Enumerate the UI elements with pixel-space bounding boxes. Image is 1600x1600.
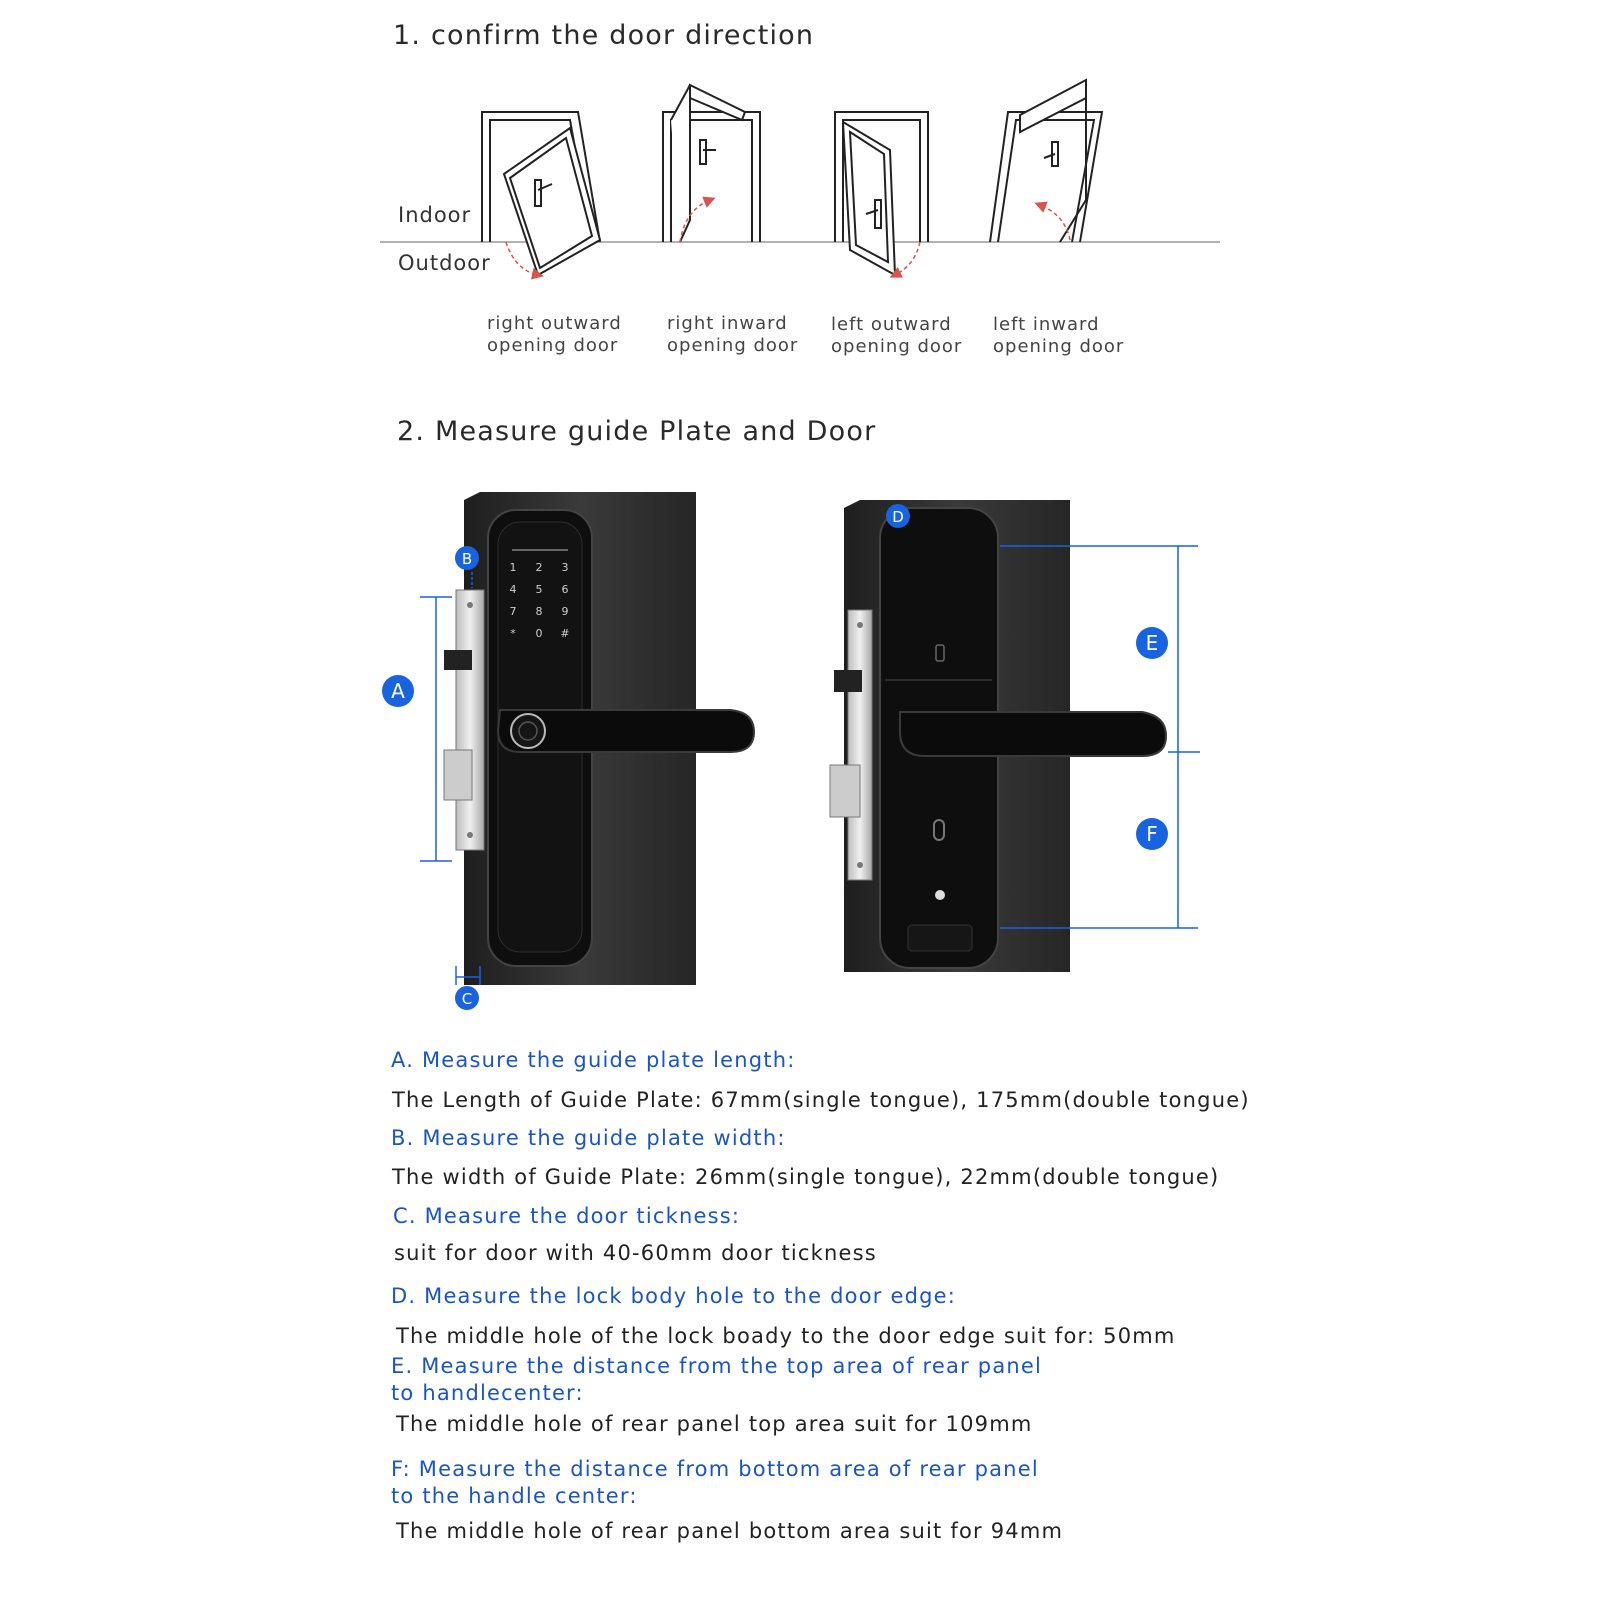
measure-a [420,596,452,862]
emergency-key-cover [907,924,973,952]
spec-b-title: B. Measure the guide plate width: [391,1125,786,1152]
spec-f-body: The middle hole of rear panel bottom are… [396,1519,1064,1543]
keypad-key: 3 [562,561,569,574]
lock-measurement-diagram: 1 2 3 4 5 6 7 8 9 * 0 # A B C [382,492,1200,1010]
spec-title-line: D. Measure the lock body hole to the doo… [391,1284,957,1308]
guide-plate [847,609,873,881]
door-caption-left-inward: left inward opening door [993,314,1124,358]
door-caption-right-outward: right outward opening door [487,313,622,357]
door-caption-line2: opening door [667,335,799,356]
latch [444,650,472,670]
keypad-key: # [560,627,569,640]
spec-e-title: E. Measure the distance from the top are… [391,1353,1042,1407]
spec-b-body: The width of Guide Plate: 26mm(single to… [392,1165,1220,1189]
marker-e-letter: E [1146,631,1159,655]
keypad-key: 7 [510,605,517,618]
deadbolt [443,749,473,801]
spec-title-line: C. Measure the door tickness: [393,1204,741,1228]
door-right-inward-icon [662,83,761,243]
spec-d-body: The middle hole of the lock boady to the… [396,1324,1176,1348]
spec-d-title: D. Measure the lock body hole to the doo… [391,1283,956,1310]
keypad-key: 4 [510,583,517,596]
door-left-inward-icon [989,78,1104,243]
keypad-key: 6 [562,583,569,596]
measure-c [455,966,481,985]
battery-latch-icon [935,644,945,662]
spec-title-line: to handlecenter: [391,1381,584,1405]
measure-e-f [1000,545,1200,929]
spec-e-body: The middle hole of rear panel top area s… [396,1412,1033,1436]
door-caption-line2: opening door [487,335,619,356]
spec-f-title: F: Measure the distance from bottom area… [391,1456,1039,1510]
spec-c-body: suit for door with 40-60mm door tickness [394,1241,877,1265]
spec-a-body: The Length of Guide Plate: 67mm(single t… [392,1088,1250,1112]
door-caption-line1: left outward [831,314,952,335]
keypad: 1 2 3 4 5 6 7 8 9 * 0 # [510,561,570,640]
rear-lock-image [829,500,1168,972]
section2-title: 2. Measure guide Plate and Door [397,416,877,447]
door-caption-line1: right inward [667,313,788,334]
keypad-key: 9 [562,605,569,618]
latch [834,670,862,692]
door-caption-line1: right outward [487,313,622,334]
keypad-key: 2 [536,561,543,574]
door-direction-diagram [380,78,1220,280]
front-lock-image: 1 2 3 4 5 6 7 8 9 * 0 # [443,492,756,985]
marker-b-icon: B [455,546,479,570]
guide-plate [455,589,485,851]
spec-title-line: A. Measure the guide plate length: [391,1048,796,1072]
rear-handle [899,711,1168,757]
knob-slot-icon [933,819,945,841]
spec-c-title: C. Measure the door tickness: [393,1203,740,1230]
door-right-outward-icon [481,111,602,280]
marker-d-icon: D [886,504,910,528]
keypad-key: 5 [536,583,543,596]
marker-a-letter: A [391,679,405,703]
keypad-key: 8 [536,605,543,618]
door-caption-line1: left inward [993,314,1100,335]
marker-f-icon: F [1136,818,1168,850]
marker-e-icon: E [1136,627,1168,659]
spec-title-line: E. Measure the distance from the top are… [391,1354,1043,1378]
indoor-label: Indoor [398,203,472,227]
door-caption-line2: opening door [831,336,963,357]
keypad-key: * [510,627,516,640]
front-handle [496,709,756,753]
spec-title-line: to the handle center: [391,1484,638,1508]
marker-f-letter: F [1146,822,1158,846]
marker-a-icon: A [382,675,414,707]
fingerprint-sensor-icon [510,713,546,749]
spec-a-title: A. Measure the guide plate length: [391,1047,796,1074]
door-caption-right-inward: right inward opening door [667,313,798,357]
spec-title-line: F: Measure the distance from bottom area… [391,1457,1039,1481]
marker-b-letter: B [462,550,472,568]
outdoor-label: Outdoor [398,251,491,275]
keypad-key: 1 [510,561,517,574]
door-caption-left-outward: left outward opening door [831,314,962,358]
reset-hole-icon [935,890,945,900]
marker-c-letter: C [462,990,472,1008]
deadbolt [829,764,861,818]
marker-d-letter: D [892,508,904,526]
door-left-outward-icon [834,111,929,278]
keypad-key: 0 [536,627,543,640]
section1-title: 1. confirm the door direction [393,20,815,51]
spec-title-line: B. Measure the guide plate width: [391,1126,786,1150]
marker-c-icon: C [455,986,479,1010]
door-caption-line2: opening door [993,336,1125,357]
